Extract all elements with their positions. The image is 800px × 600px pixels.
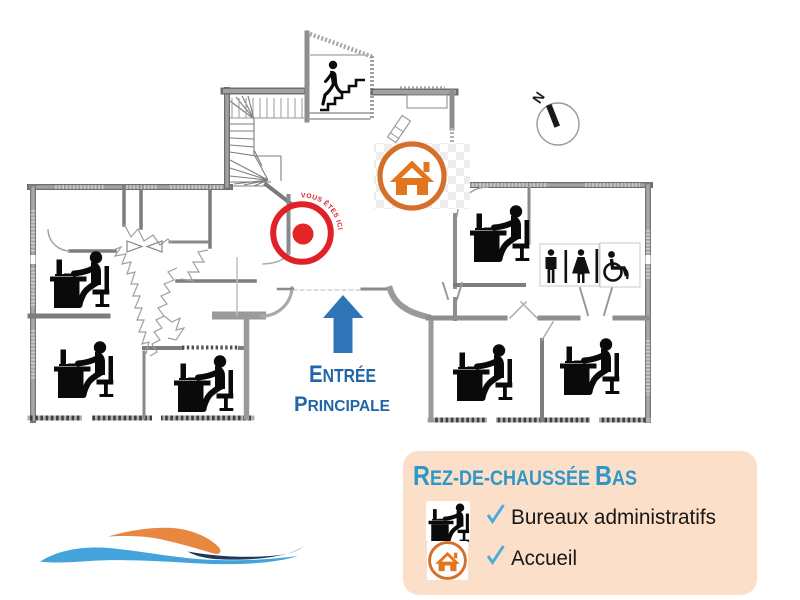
svg-text:REZ-DE-CHAUSSÉE BAS: REZ-DE-CHAUSSÉE BAS — [413, 460, 637, 491]
svg-text:Bureaux administratifs: Bureaux administratifs — [511, 506, 716, 529]
svg-text:ENTRÉE: ENTRÉE — [309, 361, 376, 388]
svg-text:N: N — [529, 89, 548, 106]
svg-text:Accueil: Accueil — [511, 547, 577, 570]
svg-text:PRINCIPALE: PRINCIPALE — [294, 393, 390, 416]
